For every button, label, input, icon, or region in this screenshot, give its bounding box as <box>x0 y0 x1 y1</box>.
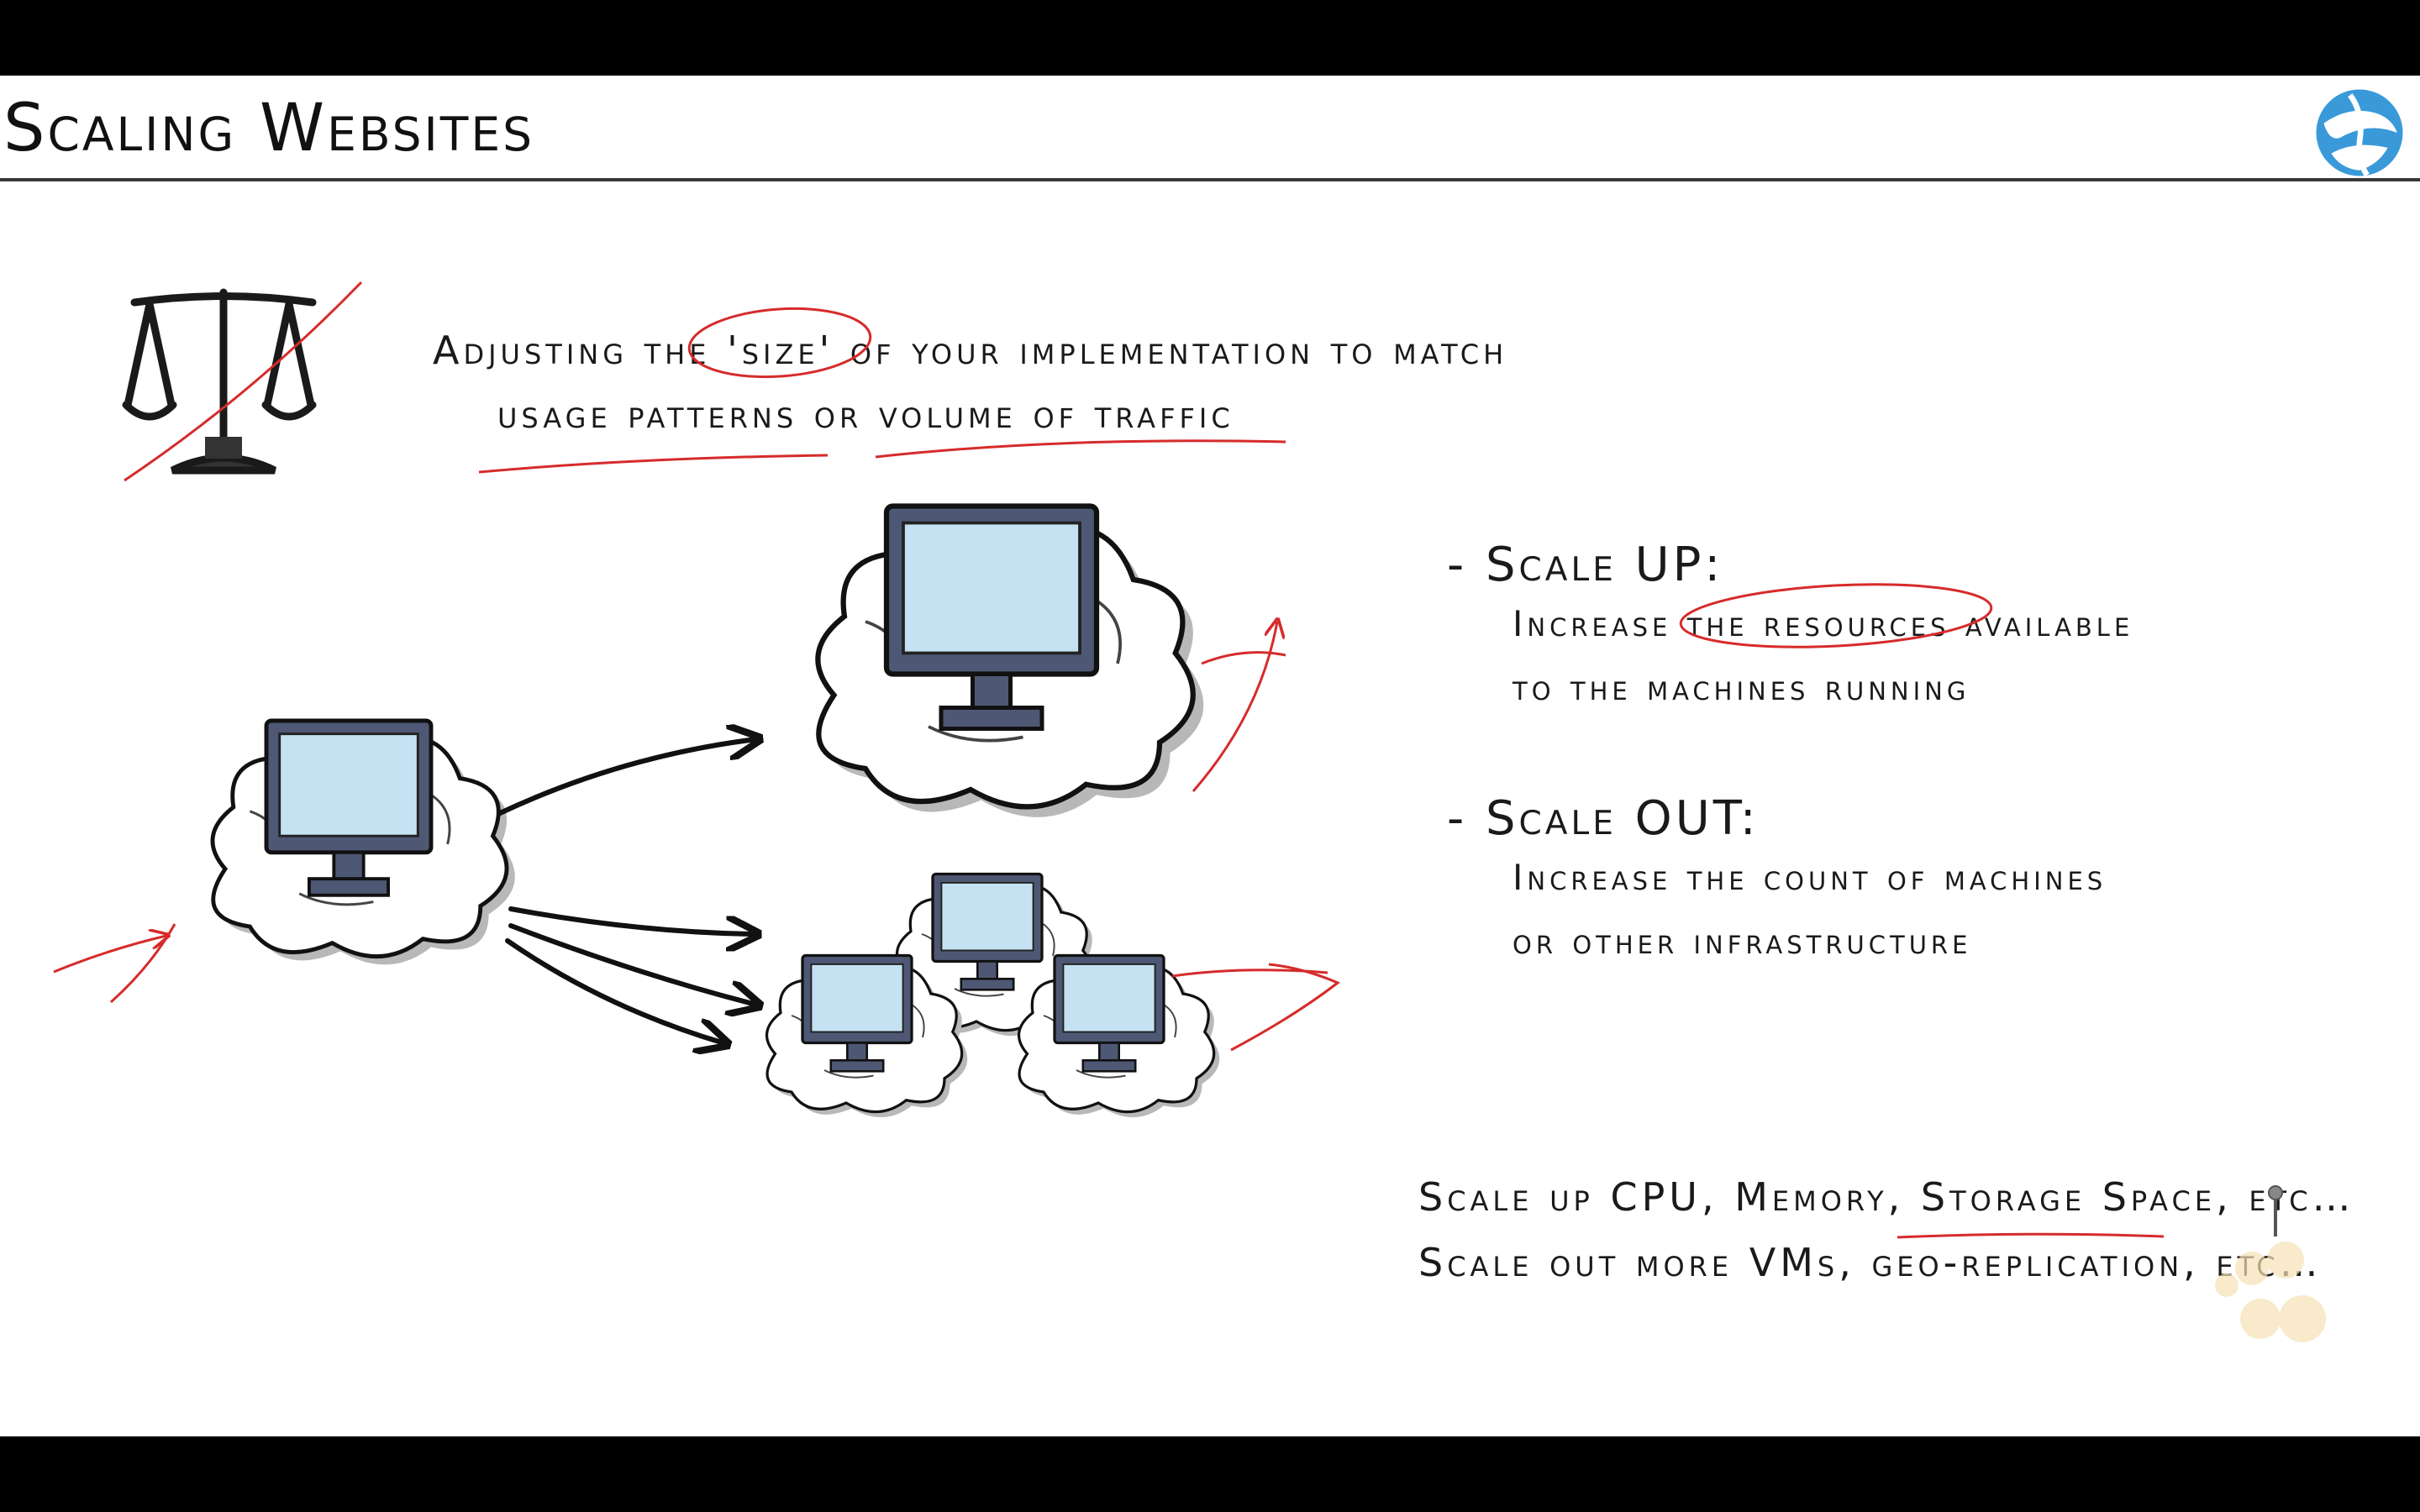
scaled-up-computer <box>818 507 1203 817</box>
scale-out-heading: - Scale OUT: <box>1447 791 1760 846</box>
azure-globe-icon <box>2316 89 2403 177</box>
arrows <box>497 739 756 1043</box>
footer-line-1: Scale up CPU, Memory, Storage Space, etc… <box>1418 1174 2355 1220</box>
title-divider <box>0 178 2420 181</box>
slide-canvas: Scaling Websites Adjusting the 'size' of… <box>0 76 2420 1436</box>
annotation-arrow-out-head <box>1230 963 1340 1052</box>
diagram-artwork <box>53 281 2326 1342</box>
annotation-circle-size <box>687 307 872 379</box>
intro-line-1: Adjusting the 'size' of your implementat… <box>433 328 1508 373</box>
scale-up-desc-2: to the machines running <box>1512 667 1970 708</box>
slide-title: Scaling Websites <box>3 91 534 166</box>
annotation-underline-volume <box>875 439 1286 459</box>
balance-scale-icon <box>122 288 317 475</box>
annotation-strike <box>124 281 363 482</box>
scale-out-desc-1: Increase the count of machines <box>1512 857 2107 898</box>
annotation-circle-resources <box>1679 583 1993 648</box>
pointer-icon <box>2268 1185 2283 1236</box>
source-computer <box>213 721 515 964</box>
scale-out-desc-2: or other infrastructure <box>1512 921 1972 962</box>
annotation-underline-storage <box>1897 1232 2165 1239</box>
annotation-arrow-up <box>1192 622 1277 792</box>
intro-line-2: usage patterns or volume of traffic <box>497 391 1234 437</box>
annotation-underline-usage <box>478 454 829 474</box>
decorative-dots <box>2215 1242 2326 1342</box>
footer-line-2: Scale out more VMs, geo-replication, etc… <box>1418 1240 2323 1285</box>
scale-up-desc-1: Increase the resources available <box>1512 603 2134 644</box>
annotation-arrow-incoming <box>53 936 166 974</box>
annotation-arrow-incoming-tail <box>109 923 176 1004</box>
scale-up-heading: - Scale UP: <box>1447 538 1724 592</box>
annotation-arrow-up-tail <box>1201 651 1286 665</box>
